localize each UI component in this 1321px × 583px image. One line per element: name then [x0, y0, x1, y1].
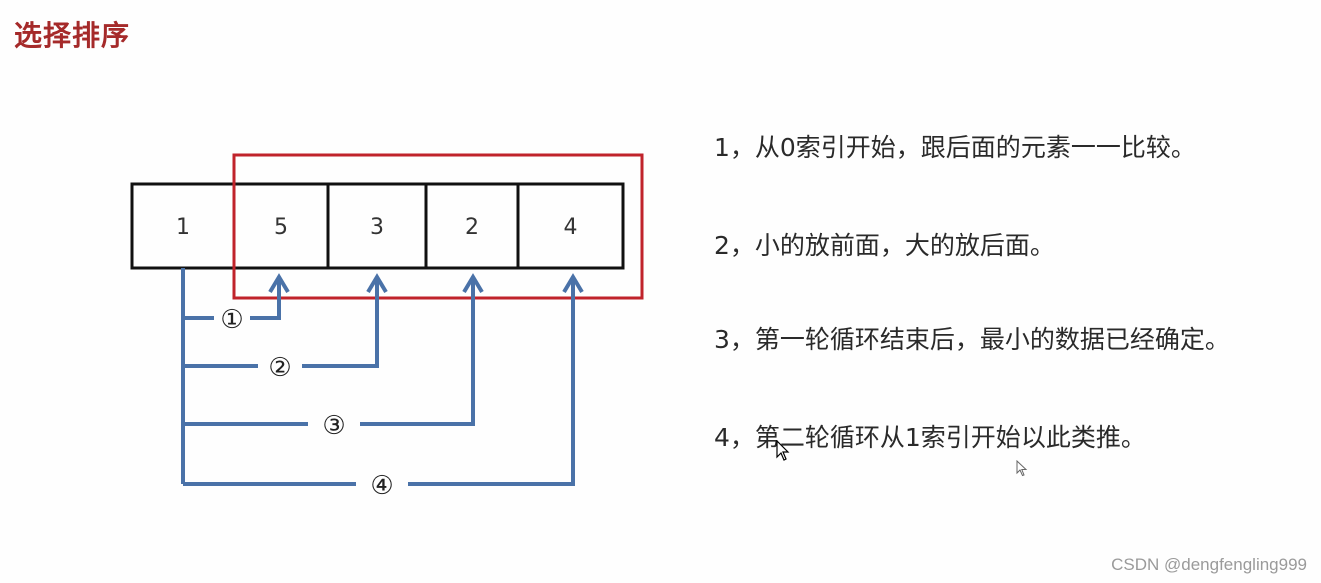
array-cell-value: 3 [370, 215, 384, 240]
arrowhead-icon [562, 273, 584, 294]
comparison-connectors: ①② ③④ [181, 268, 584, 501]
selection-sort-diagram: 1 5 3 2 4 ①② ③④ [130, 153, 644, 501]
arrowhead-icon [366, 273, 388, 294]
unsorted-range-highlight [232, 153, 644, 300]
comparison-label: ① [220, 305, 243, 335]
pointer-cursor-icon [1016, 460, 1028, 477]
array-cells: 1 5 3 2 4 [130, 182, 625, 270]
arrowhead-icon [462, 273, 484, 294]
array-cell-value: 2 [465, 215, 479, 240]
page-title: 选择排序 [14, 19, 131, 52]
watermark: CSDN @dengfengling999 [1111, 555, 1307, 574]
comparison-connector [183, 279, 379, 368]
comparison-connector [183, 279, 475, 426]
array-cell-value: 5 [274, 215, 288, 240]
step-text-4: 4，第二轮循环从1索引开始以此类推。 [714, 423, 1146, 452]
step-text-2: 2，小的放前面，大的放后面。 [714, 231, 1055, 260]
step-text-1: 1，从0索引开始，跟后面的元素一一比较。 [714, 133, 1196, 162]
comparison-connector [183, 279, 281, 320]
comparison-label: ④ [370, 471, 393, 501]
pointer-cursor-icon [776, 440, 790, 461]
array-cell-value: 1 [176, 215, 190, 240]
step-text-3: 3，第一轮循环结束后，最小的数据已经确定。 [714, 325, 1230, 354]
comparison-label: ③ [322, 411, 345, 441]
comparison-connector [183, 279, 575, 486]
array-cell-value: 4 [564, 215, 578, 240]
array-cell [516, 182, 625, 270]
comparison-label: ② [268, 353, 291, 383]
arrowhead-icon [268, 273, 290, 294]
